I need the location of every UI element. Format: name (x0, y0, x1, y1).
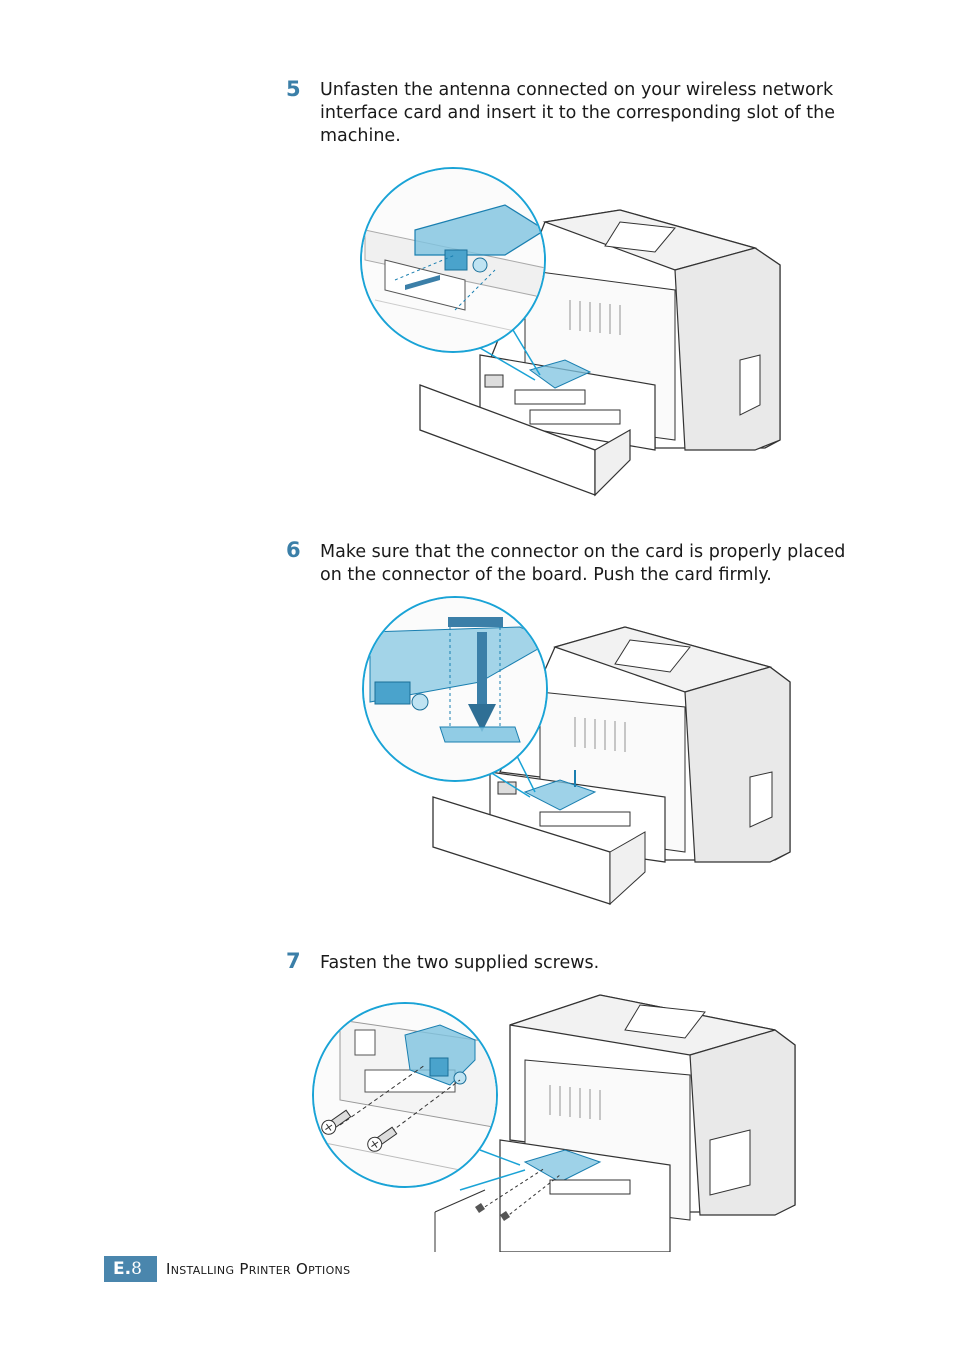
step-instruction: Make sure that the connector on the card… (320, 542, 846, 585)
step-instruction: Fasten the two supplied screws. (320, 953, 600, 973)
step-number: 6 (286, 538, 301, 562)
illustration-antenna-insert (355, 160, 795, 500)
page-number-badge: E.8 (104, 1256, 157, 1282)
page-number: 8 (131, 1259, 142, 1279)
section-label: E. (113, 1259, 132, 1279)
illustration-fasten-screws (310, 990, 800, 1252)
chapter-title: Installing Printer Options (166, 1260, 351, 1278)
step-number: 7 (286, 949, 301, 973)
step-instruction: Unfasten the antenna connected on your w… (320, 80, 835, 146)
step-number: 5 (286, 77, 301, 101)
illustration-card-connector (360, 592, 800, 912)
